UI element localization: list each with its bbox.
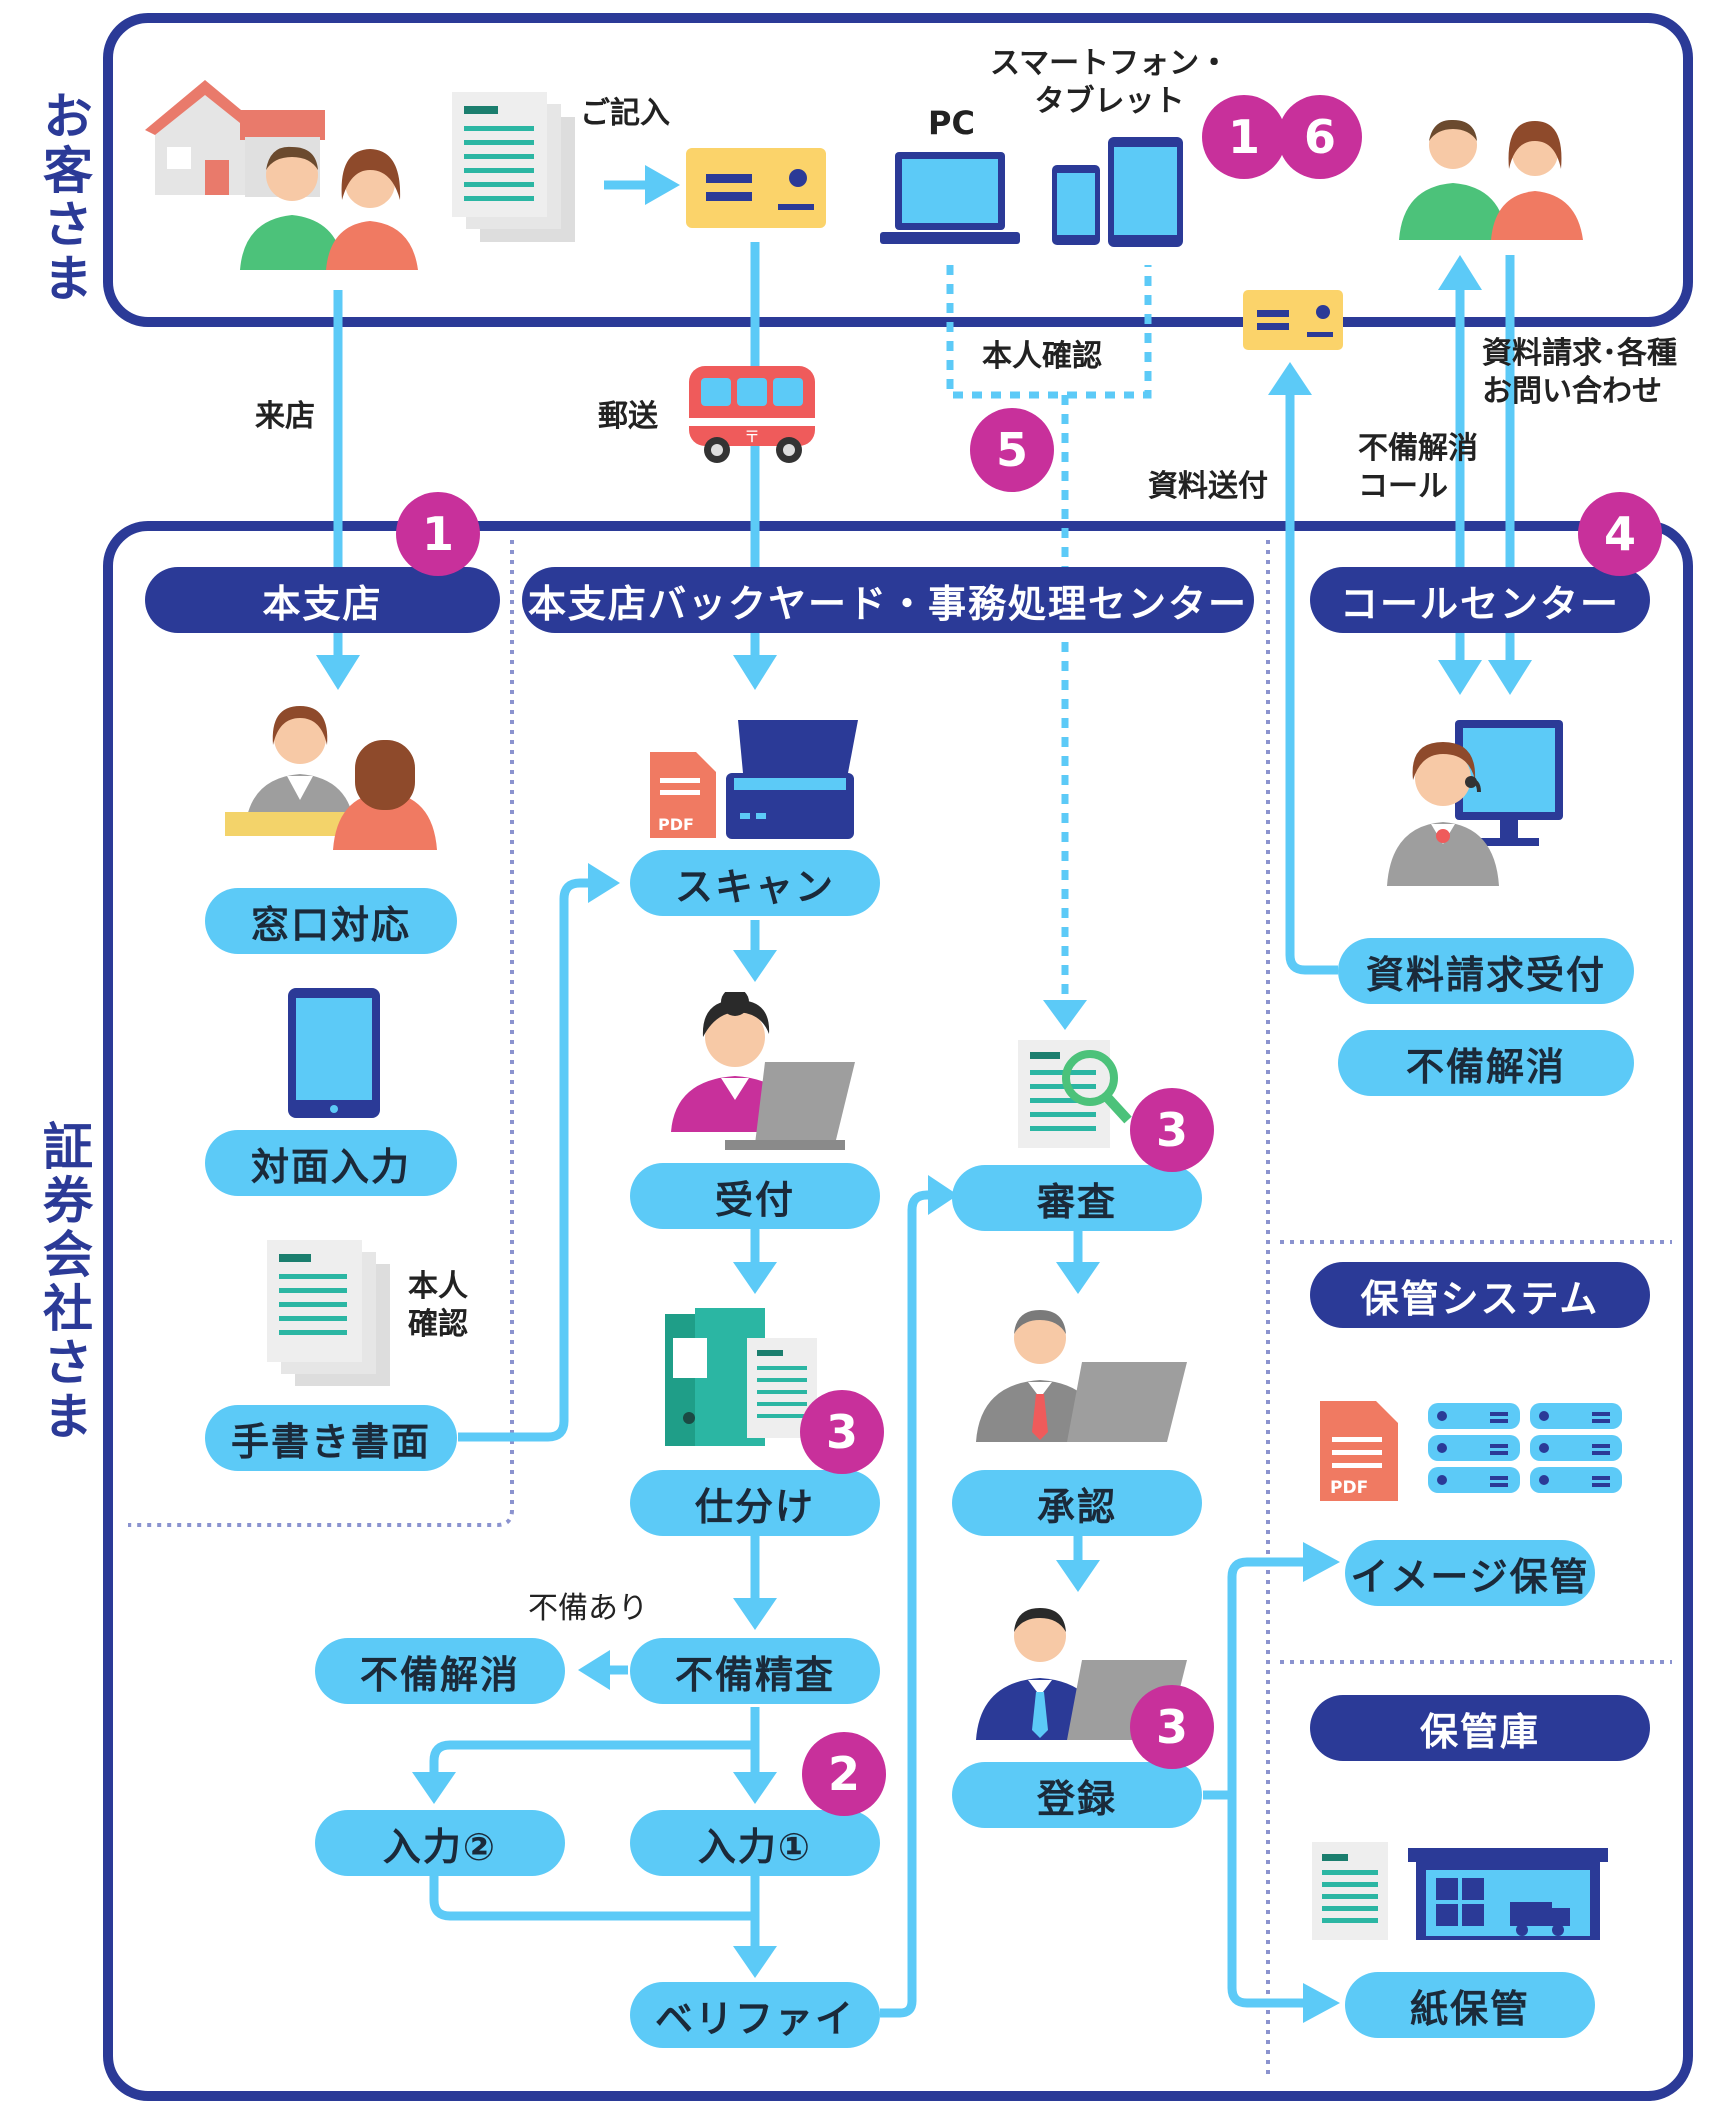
side-label-customer: お客さま <box>35 90 93 306</box>
request-pill[interactable]: 資料請求受付 <box>1338 938 1634 1004</box>
tablet-icon <box>288 988 380 1118</box>
header-warehouse: 保管庫 <box>1310 1695 1650 1761</box>
counter-staff-icon <box>225 706 437 850</box>
badge-6-customer: 6 <box>1278 95 1362 179</box>
side-label-company: 証券会社さま <box>35 1120 93 1444</box>
defect-resolve-pill[interactable]: 不備解消 <box>315 1638 565 1704</box>
call-resolve-pill[interactable]: 不備解消 <box>1338 1030 1634 1096</box>
label-mail: 郵送 <box>598 399 658 434</box>
label-visit: 来店 <box>255 399 315 434</box>
register-pill[interactable]: 登録 <box>952 1762 1202 1828</box>
scan-pill[interactable]: スキャン <box>630 850 880 916</box>
label-identity-note: 本人 確認 <box>408 1269 468 1342</box>
badge-3-sort: 3 <box>800 1390 884 1474</box>
handwritten-document-icon <box>267 1240 390 1386</box>
counter-pill[interactable]: 窓口対応 <box>205 888 457 954</box>
image-storage-pill[interactable]: イメージ保管 <box>1345 1540 1595 1606</box>
mail-truck-icon: 〒 <box>685 366 820 463</box>
customer-couple-icon <box>240 146 418 270</box>
binder-folder-icon <box>665 1308 817 1446</box>
header-call-center: コールセンター <box>1310 567 1650 633</box>
receive-pill[interactable]: 受付 <box>630 1163 880 1229</box>
badge-1-customer: 1 <box>1202 95 1286 179</box>
laptop-icon <box>880 152 1020 244</box>
card-small-icon <box>1243 290 1343 350</box>
label-identity-check: 本人確認 <box>982 339 1102 374</box>
label-fill-in: ご記入 <box>580 96 670 131</box>
company-area-box <box>103 521 1693 2101</box>
badge-4-call-center: 4 <box>1578 492 1662 576</box>
pdf-server-icon: PDF <box>1320 1401 1622 1501</box>
approver-icon <box>976 1310 1187 1442</box>
badge-2-input: 2 <box>802 1732 886 1816</box>
smartphone-tablet-icon <box>1052 137 1183 247</box>
handwritten-pill[interactable]: 手書き書面 <box>205 1405 457 1471</box>
label-defect-call: 不備解消 コール <box>1358 431 1478 504</box>
defect-check-pill[interactable]: 不備精査 <box>630 1638 880 1704</box>
input2-pill[interactable]: 入力② <box>315 1810 565 1876</box>
header-backyard: 本支店バックヤード・事務処理センター <box>522 567 1254 633</box>
review-pill[interactable]: 審査 <box>952 1165 1202 1231</box>
label-smartphone-tablet: スマートフォン・ タブレット <box>990 46 1230 119</box>
verify-pill[interactable]: ベリファイ <box>630 1982 880 2048</box>
badge-5: 5 <box>970 408 1054 492</box>
badge-3-review: 3 <box>1130 1088 1214 1172</box>
document-stack-icon <box>452 92 575 242</box>
customer-couple-right-icon <box>1399 119 1583 240</box>
registrar-icon <box>976 1608 1187 1740</box>
header-branch: 本支店 <box>145 567 500 633</box>
paper-warehouse-icon <box>1312 1842 1608 1940</box>
input1-pill[interactable]: 入力① <box>630 1810 880 1876</box>
review-magnifier-icon <box>1018 1040 1132 1148</box>
label-send-docs: 資料送付 <box>1148 469 1268 504</box>
sort-pill[interactable]: 仕分け <box>630 1470 880 1536</box>
pdf-text: PDF <box>658 815 694 834</box>
paper-storage-pill[interactable]: 紙保管 <box>1345 1972 1595 2038</box>
badge-3-register: 3 <box>1130 1685 1214 1769</box>
header-storage-system: 保管システム <box>1310 1262 1650 1328</box>
badge-1-branch: 1 <box>396 492 480 576</box>
label-pc: PC <box>928 104 975 142</box>
scanner-pdf-icon: PDF <box>650 720 858 839</box>
label-defect-found: 不備あり <box>528 1591 648 1626</box>
storage-pdf-text: PDF <box>1330 1478 1368 1498</box>
card-icon <box>686 148 826 228</box>
approve-pill[interactable]: 承認 <box>952 1470 1202 1536</box>
label-inquiry: 資料請求･各種 お問い合わせ <box>1482 336 1677 409</box>
svg-text:〒: 〒 <box>744 427 760 446</box>
call-center-operator-icon <box>1387 720 1563 886</box>
face-input-pill[interactable]: 対面入力 <box>205 1130 457 1196</box>
customer-area-box <box>103 13 1693 327</box>
reception-staff-icon <box>671 992 855 1150</box>
